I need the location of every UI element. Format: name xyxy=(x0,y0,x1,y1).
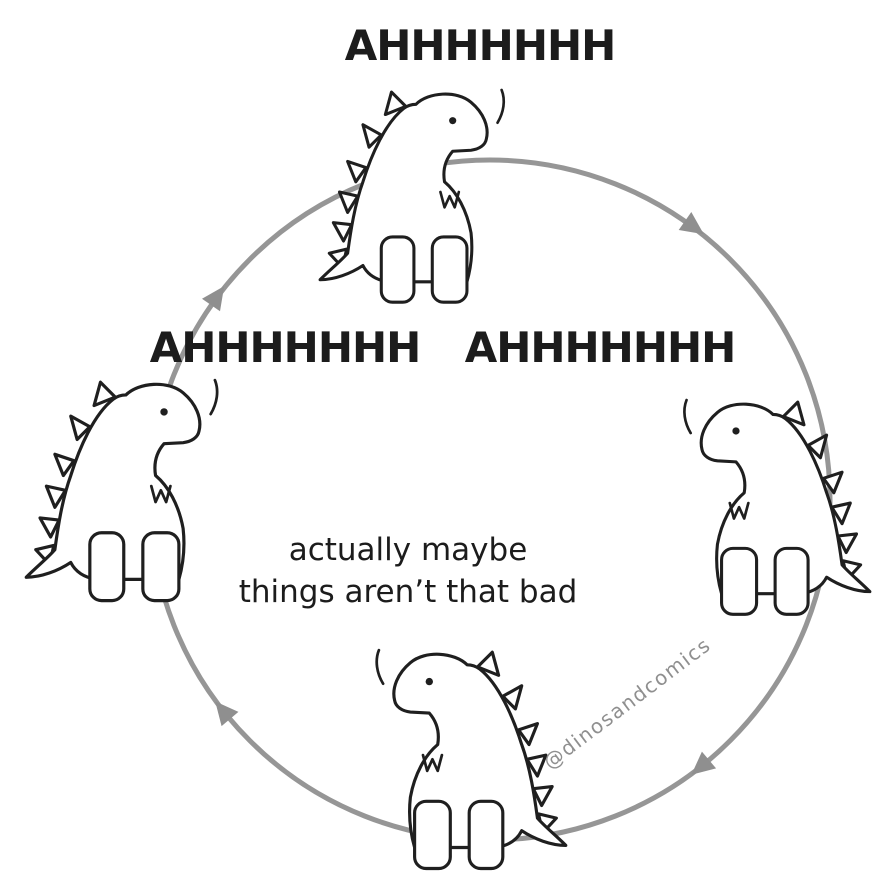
watermark-text: @dinosandcomics xyxy=(539,632,716,774)
dino-top xyxy=(318,88,506,304)
scream-label-right: AHHHHHHH xyxy=(465,323,736,372)
arrowhead-icon xyxy=(691,751,717,775)
scream-label-left: AHHHHHHH xyxy=(150,323,421,372)
dino-left xyxy=(24,378,219,603)
arrowhead-icon xyxy=(678,211,704,235)
scream-label-top: AHHHHHHH xyxy=(345,21,616,70)
arrowhead-icon xyxy=(215,701,239,727)
caption-line-2: things aren’t that bad xyxy=(239,574,578,610)
caption-line-1: actually maybe xyxy=(289,532,528,568)
dino-right xyxy=(682,398,872,616)
arrowhead-icon xyxy=(201,286,225,312)
dino-bottom xyxy=(375,648,568,871)
